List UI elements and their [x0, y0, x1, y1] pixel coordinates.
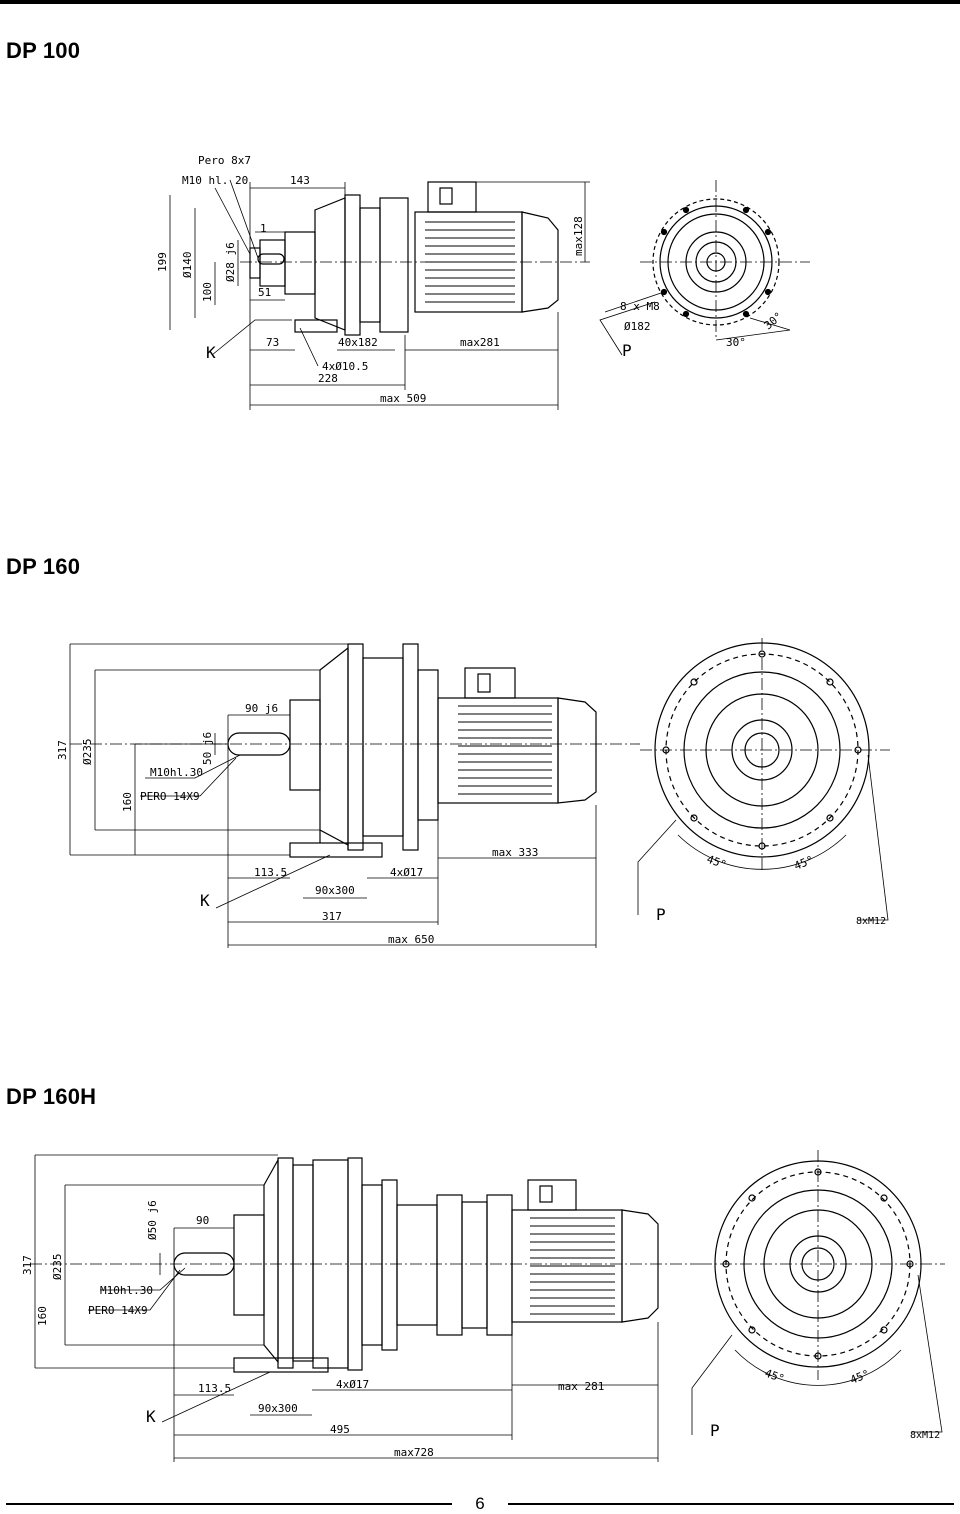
dp160h-label-max728: max728 — [394, 1446, 434, 1459]
dp160-label-pero: PERO 14X9 — [140, 790, 200, 803]
dp100-label-8xm8: 8 x M8 — [620, 300, 660, 313]
dp160-label-max333: max 333 — [492, 846, 538, 859]
dp160h-label-317: 317 — [21, 1255, 34, 1275]
dp100-label-max509: max 509 — [380, 392, 426, 405]
dp160-label-m10: M10hl.30 — [150, 766, 203, 779]
dp160h-label-495: 495 — [330, 1423, 350, 1436]
dp100-label-73: 73 — [266, 336, 279, 349]
dp100-label-m10: M10 hl. 20 — [182, 174, 248, 187]
dp160-label-160: 160 — [121, 792, 134, 812]
dp160-motor — [437, 667, 597, 804]
dp160h-label-235: Ø235 — [51, 1254, 64, 1281]
dp160h-motor — [511, 1179, 659, 1323]
dp100-label-4x10: 4xØ10.5 — [322, 360, 368, 373]
dp100-label-199: 199 — [156, 252, 169, 272]
drawing-dp160h: 317 Ø235 160 Ø50 j6 90 M10hl.30 PERO 14X… — [0, 1140, 960, 1470]
dp160-label-4x17: 4xØ17 — [390, 866, 423, 879]
dp160h-label-p: P — [710, 1421, 720, 1440]
dp160-dimensions — [69, 643, 597, 948]
dp160h-dimensions — [34, 1154, 659, 1462]
drawing-dp160: 317 Ø235 160 50 j6 90 j6 M10hl.30 PERO 1… — [0, 630, 960, 960]
footer-rule-left — [6, 1503, 452, 1505]
dp100-label-max128: max128 — [572, 216, 585, 256]
dp160h-label-4x17: 4xØ17 — [336, 1378, 369, 1391]
dp160-label-45b: 45° — [792, 853, 815, 872]
dp100-dimensions — [169, 179, 590, 410]
top-rule — [0, 0, 960, 4]
dp160h-label-max281: max 281 — [558, 1380, 604, 1393]
dp160-label-317: 317 — [56, 740, 69, 760]
dp100-label-30b: 30° — [762, 310, 786, 333]
dp160-label-90x300: 90x300 — [315, 884, 355, 897]
dp100-label-k: K — [206, 343, 216, 362]
dp160-label-8xm12: 8xM12 — [856, 916, 886, 927]
dp100-label-30a: 30° — [726, 336, 746, 349]
dp160-label-p: P — [656, 905, 666, 924]
dp160h-label-m10: M10hl.30 — [100, 1284, 153, 1297]
dp100-label-100: 100 — [201, 282, 214, 302]
dp160h-label-160: 160 — [36, 1306, 49, 1326]
dp160-front-view — [637, 638, 890, 921]
dp160h-label-8xm12: 8xM12 — [910, 1430, 940, 1441]
footer-rule-right — [508, 1503, 954, 1505]
dp160-label-113: 113.5 — [254, 866, 287, 879]
dp160h-front-view — [691, 1150, 945, 1435]
dp160-label-k: K — [200, 891, 210, 910]
section-title-dp160: DP 160 — [6, 554, 81, 579]
dp160-label-50: 50 j6 — [201, 732, 214, 765]
dp100-label-max281: max281 — [460, 336, 500, 349]
dp100-label-140: Ø140 — [181, 252, 194, 279]
dp100-label-1: 1 — [260, 222, 267, 235]
dp160h-label-90x300: 90x300 — [258, 1402, 298, 1415]
dp100-label-pero: Pero 8x7 — [198, 154, 251, 167]
dp160-label-235: Ø235 — [81, 739, 94, 766]
dp160h-label-113: 113.5 — [198, 1382, 231, 1395]
dp160h-label-45b: 45° — [848, 1367, 871, 1386]
dp100-label-51: 51 — [258, 286, 271, 299]
drawing-dp100: Pero 8x7 M10 hl. 20 143 1 51 199 Ø140 10… — [0, 140, 960, 430]
section-title-dp160h: DP 160H — [6, 1084, 97, 1109]
dp160-label-90: 90 j6 — [245, 702, 278, 715]
dp100-label-182: Ø182 — [624, 320, 651, 333]
dp160-gearbox — [227, 643, 439, 858]
dp160-label-317b: 317 — [322, 910, 342, 923]
dp160h-label-90: 90 — [196, 1214, 209, 1227]
dp100-label-40x182: 40x182 — [338, 336, 378, 349]
dp160h-label-50: Ø50 j6 — [146, 1200, 159, 1240]
section-title-dp100: DP 100 — [6, 38, 81, 63]
dp100-label-143: 143 — [290, 174, 310, 187]
dp100-front-view — [599, 180, 810, 356]
dp160h-label-45a: 45° — [763, 1367, 786, 1386]
dp100-label-28: Ø28 j6 — [224, 242, 237, 282]
dp100-motor — [414, 181, 559, 313]
dp100-label-p: P — [622, 341, 632, 360]
dp160-label-max650: max 650 — [388, 933, 434, 946]
dp160h-gearbox — [173, 1157, 513, 1373]
dp160h-label-k: K — [146, 1407, 156, 1426]
dp160-label-45a: 45° — [705, 853, 728, 872]
dp100-gearbox — [249, 194, 409, 336]
dp160h-label-pero: PERO 14X9 — [88, 1304, 148, 1317]
dp100-label-228: 228 — [318, 372, 338, 385]
page-number: 6 — [475, 1494, 485, 1513]
